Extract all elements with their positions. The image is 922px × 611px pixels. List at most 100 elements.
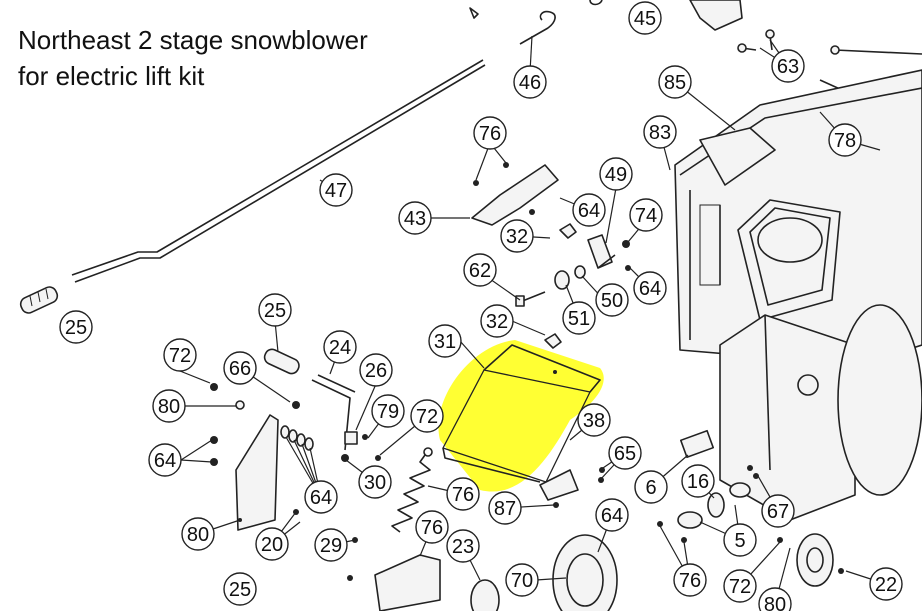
callout-16: 16 xyxy=(681,464,715,498)
callout-label: 51 xyxy=(568,308,590,330)
callout-label: 72 xyxy=(729,576,751,598)
part-29-pulley xyxy=(552,534,618,611)
part-16-plate xyxy=(235,414,279,531)
callout-label: 64 xyxy=(601,505,623,527)
callout-76: 76 xyxy=(415,510,449,544)
callout-label: 25 xyxy=(229,579,251,601)
callout-label: 64 xyxy=(154,450,176,472)
callout-label: 43 xyxy=(404,208,426,230)
callout-label: 25 xyxy=(264,300,286,322)
callout-label: 76 xyxy=(479,123,501,145)
callout-label: 46 xyxy=(519,72,541,94)
callout-5: 5 xyxy=(723,523,757,557)
callout-label: 64 xyxy=(639,278,661,300)
callout-72: 72 xyxy=(163,338,197,372)
diagram-title: Northeast 2 stage snowblower for electri… xyxy=(18,22,368,94)
callout-label: 32 xyxy=(486,311,508,333)
part-32-knob xyxy=(544,223,577,349)
callout-25: 25 xyxy=(59,310,93,344)
part-impeller-housing xyxy=(679,304,922,521)
callout-23: 23 xyxy=(446,529,480,563)
callout-49: 49 xyxy=(599,157,633,191)
callout-label: 32 xyxy=(506,226,528,248)
callout-label: 31 xyxy=(434,331,456,353)
part-80-washers xyxy=(235,400,314,451)
callout-26: 26 xyxy=(359,353,393,387)
callout-46: 46 xyxy=(513,65,547,99)
callout-63: 63 xyxy=(771,49,805,83)
callout-label: 22 xyxy=(875,574,897,596)
callout-label: 76 xyxy=(452,484,474,506)
callout-22: 22 xyxy=(869,567,903,601)
part-47-rod xyxy=(71,59,486,283)
callout-label: 49 xyxy=(605,164,627,186)
callout-label: 62 xyxy=(469,260,491,282)
callout-label: 83 xyxy=(649,122,671,144)
callout-label: 20 xyxy=(261,534,283,556)
callout-30: 30 xyxy=(358,465,392,499)
part-51-washer xyxy=(554,265,586,290)
part-20-bracket xyxy=(374,554,441,611)
callout-label: 78 xyxy=(834,130,856,152)
part-23-pulley xyxy=(470,579,500,611)
callout-72: 72 xyxy=(410,399,444,433)
callout-76: 76 xyxy=(473,116,507,150)
callout-label: 16 xyxy=(687,471,709,493)
callout-65: 65 xyxy=(608,436,642,470)
callout-label: 87 xyxy=(494,498,516,520)
callout-64: 64 xyxy=(633,271,667,305)
title-line-2: for electric lift kit xyxy=(18,61,205,91)
part-63-bolts xyxy=(737,29,775,53)
callout-label: 38 xyxy=(583,410,605,432)
callout-50: 50 xyxy=(595,283,629,317)
callout-79: 79 xyxy=(371,394,405,428)
callout-label: 80 xyxy=(158,396,180,418)
callout-label: 23 xyxy=(452,536,474,558)
callout-label: 76 xyxy=(679,570,701,592)
callout-label: 80 xyxy=(187,524,209,546)
callout-label: 24 xyxy=(329,337,351,359)
callout-80: 80 xyxy=(181,517,215,551)
part-25-grip xyxy=(19,286,59,314)
part-43-bracket xyxy=(471,162,559,226)
callout-74: 74 xyxy=(629,198,663,232)
callout-38: 38 xyxy=(577,403,611,437)
part-62-bolt xyxy=(515,291,546,307)
callout-64: 64 xyxy=(304,480,338,514)
callout-label: 29 xyxy=(320,535,342,557)
part-30-spring xyxy=(391,447,433,533)
callout-43: 43 xyxy=(398,201,432,235)
callout-label: 30 xyxy=(364,472,386,494)
callout-29: 29 xyxy=(314,528,348,562)
callout-label: 79 xyxy=(377,401,399,423)
callout-6: 6 xyxy=(634,470,668,504)
callout-76: 76 xyxy=(673,563,707,597)
title-line-1: Northeast 2 stage snowblower xyxy=(18,25,368,55)
callout-70: 70 xyxy=(505,563,539,597)
callout-72: 72 xyxy=(723,569,757,603)
callout-67: 67 xyxy=(761,494,795,528)
callout-64: 64 xyxy=(595,498,629,532)
callout-64: 64 xyxy=(572,193,606,227)
callout-label: 64 xyxy=(578,200,600,222)
callout-64: 64 xyxy=(148,443,182,477)
callout-51: 51 xyxy=(562,301,596,335)
callout-label: 47 xyxy=(325,180,347,202)
callout-label: 6 xyxy=(645,477,656,499)
part-25-grip-2 xyxy=(263,348,300,375)
callout-45: 45 xyxy=(628,1,662,35)
callout-label: 65 xyxy=(614,443,636,465)
callout-label: 76 xyxy=(421,517,443,539)
callout-label: 50 xyxy=(601,290,623,312)
callout-32: 32 xyxy=(500,219,534,253)
callout-label: 64 xyxy=(310,487,332,509)
part-46-hook xyxy=(519,10,556,45)
callout-80: 80 xyxy=(758,587,792,611)
callout-label: 63 xyxy=(777,56,799,78)
callout-label: 85 xyxy=(664,72,686,94)
part-24-rod xyxy=(311,374,358,451)
callout-80: 80 xyxy=(152,389,186,423)
callout-label: 67 xyxy=(767,501,789,523)
part-38-bracket xyxy=(539,469,579,501)
